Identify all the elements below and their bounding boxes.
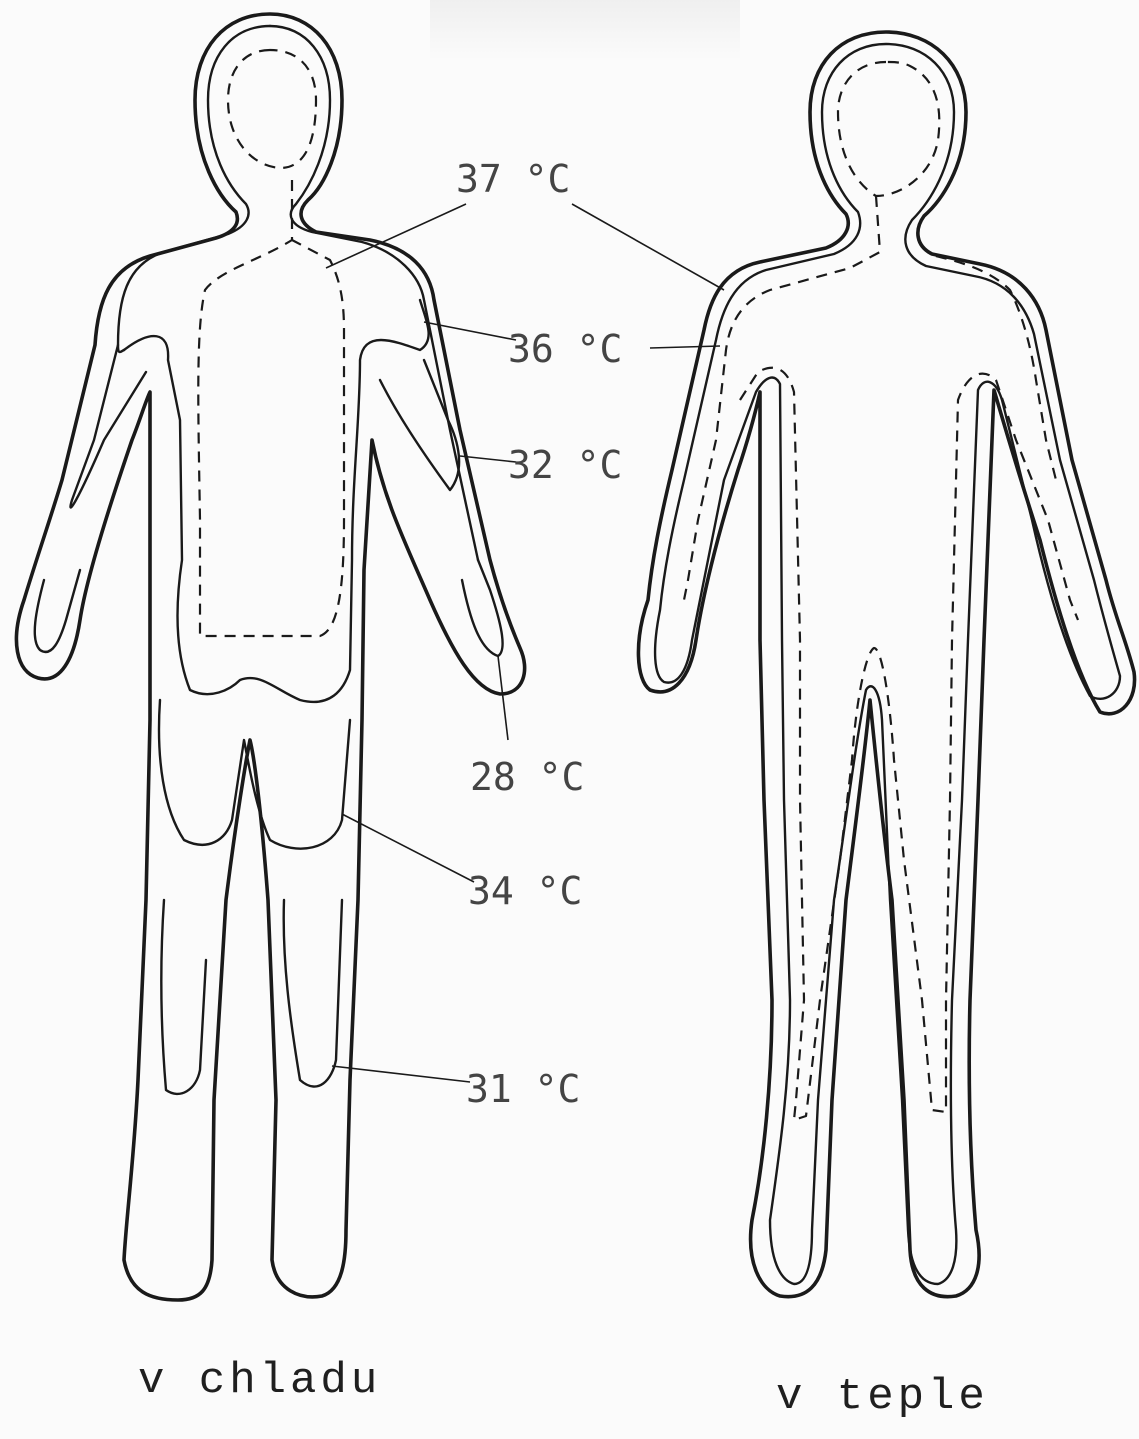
label-37: 37 °C bbox=[456, 157, 570, 201]
caption-cold: v chladu bbox=[138, 1356, 381, 1406]
leader-37-warm bbox=[572, 204, 724, 290]
cold-right-hand-inner bbox=[462, 560, 503, 656]
label-32: 32 °C bbox=[508, 443, 622, 487]
cold-zone-36 bbox=[124, 300, 429, 702]
label-34: 34 °C bbox=[468, 869, 582, 913]
label-36: 36 °C bbox=[508, 327, 622, 371]
leader-31 bbox=[332, 1066, 470, 1082]
figure-warm bbox=[638, 32, 1134, 1297]
temperature-labels: 37 °C 36 °C 32 °C 28 °C 34 °C 31 °C bbox=[456, 157, 622, 1111]
cold-core-37 bbox=[198, 50, 344, 636]
cold-right-leg-inner bbox=[284, 900, 342, 1087]
leader-36-warm bbox=[650, 346, 720, 348]
cold-right-arm-inner bbox=[380, 360, 459, 490]
cold-skin-layer bbox=[118, 26, 270, 352]
label-31: 31 °C bbox=[466, 1067, 580, 1111]
warm-body-outline bbox=[638, 32, 1134, 1297]
cold-skin-layer-right bbox=[270, 26, 478, 560]
warm-core-37 bbox=[684, 62, 1078, 1120]
warm-skin-layer bbox=[655, 44, 1120, 1284]
figure-cold bbox=[16, 14, 524, 1300]
cold-body-outline bbox=[16, 14, 524, 1300]
leader-34 bbox=[342, 814, 474, 882]
leader-36-cold bbox=[424, 322, 516, 340]
cold-left-hand-inner bbox=[35, 570, 80, 652]
leader-28 bbox=[498, 656, 508, 740]
cold-left-arm-inner bbox=[70, 345, 146, 508]
cold-left-leg-inner bbox=[161, 900, 206, 1094]
label-28: 28 °C bbox=[470, 755, 584, 799]
caption-warm: v teple bbox=[776, 1372, 989, 1422]
